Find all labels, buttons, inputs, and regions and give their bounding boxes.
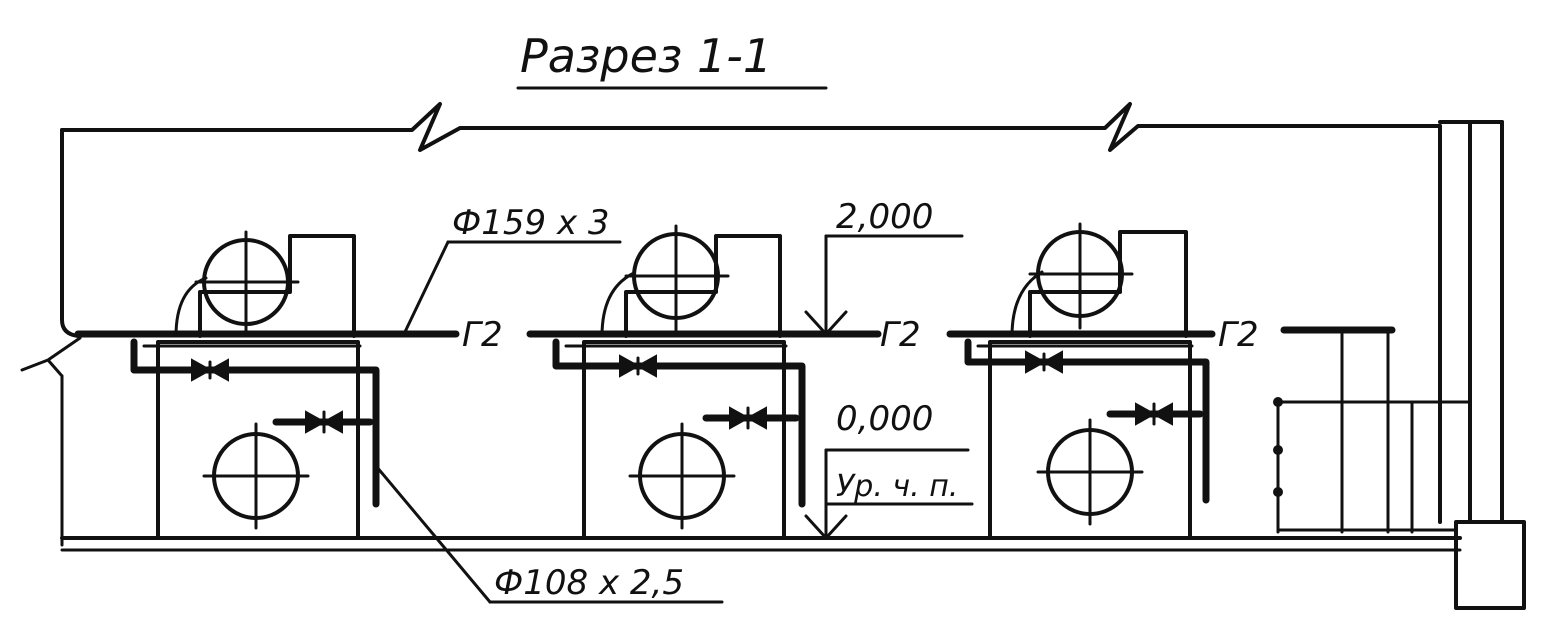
left-break-mark — [20, 336, 82, 378]
boiler-unit-2 — [552, 224, 806, 540]
pipe-branch-leader — [374, 464, 492, 604]
left-wall — [60, 128, 80, 338]
level-top-arrow — [804, 310, 848, 336]
riser-box — [1454, 520, 1526, 610]
pipe-main-leader — [402, 240, 450, 336]
line-code-2: Г2 — [880, 315, 921, 355]
pipe-main-label: Ф159 х 3 — [452, 203, 610, 243]
dist-node-1 — [1273, 397, 1283, 407]
boiler-unit-3 — [964, 222, 1210, 540]
line-code-1: Г2 — [462, 315, 503, 355]
level-top-label: 2,000 — [836, 197, 933, 237]
floor-level-label: Ур. ч. п. — [836, 469, 958, 504]
section-title: Разрез 1-1 — [520, 29, 772, 83]
boiler-unit-1 — [130, 230, 380, 540]
level-zero-arrow — [804, 514, 848, 540]
dist-node-3 — [1273, 487, 1283, 497]
level-zero-label: 0,000 — [836, 399, 933, 439]
roof-line — [60, 102, 1442, 152]
line-code-3: Г2 — [1218, 315, 1259, 355]
pipe-branch-label: Ф108 х 2,5 — [494, 563, 684, 603]
dist-node-2 — [1273, 445, 1283, 455]
